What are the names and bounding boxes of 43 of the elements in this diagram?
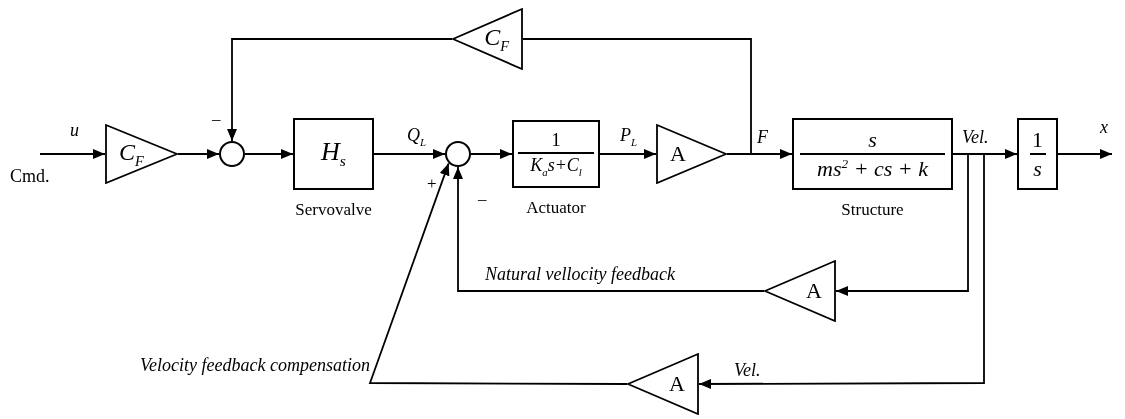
numerator: 1 xyxy=(551,130,561,151)
signal-arrow xyxy=(373,149,446,159)
signal-arrow xyxy=(470,149,513,159)
signal-arrow xyxy=(453,166,765,292)
gain-triangle xyxy=(452,8,523,70)
denominator: K$_{a}$s+C$_{l}$ xyxy=(530,155,582,178)
signal-label: Velocity feedback compensation xyxy=(140,356,370,375)
gain-triangle xyxy=(656,124,727,184)
sign-label: – xyxy=(212,110,221,128)
signal-arrow xyxy=(244,149,294,159)
numerator: 1 xyxy=(1032,128,1043,152)
numerator: s xyxy=(868,128,877,152)
summing-junction xyxy=(445,141,471,167)
signal-label: Natural vellocity feedback xyxy=(485,265,675,284)
signal-arrow xyxy=(835,153,969,296)
sign-label: – xyxy=(478,190,487,208)
block-label: C$_{F}$ xyxy=(484,24,509,54)
signal-label: P$_{L}$ xyxy=(620,126,637,148)
gain-triangle xyxy=(627,353,699,415)
signal-arrow xyxy=(599,149,657,159)
transfer-block xyxy=(1017,118,1058,190)
block-caption: Structure xyxy=(841,200,904,220)
sign-label: + xyxy=(427,175,437,193)
signal-arrow xyxy=(368,162,628,385)
gain-triangle xyxy=(105,124,178,184)
block-label: A xyxy=(670,142,686,166)
signal-arrow xyxy=(698,153,985,389)
sign-label: Cmd. xyxy=(10,167,50,186)
signal-arrow xyxy=(1057,149,1113,159)
denominator: s xyxy=(1033,156,1042,180)
block-label: H$_{s}$ xyxy=(321,138,346,170)
block-caption: Actuator xyxy=(526,198,586,218)
block-label: A xyxy=(669,372,685,396)
summing-junction xyxy=(219,141,245,167)
signal-arrow xyxy=(177,149,220,159)
gain-triangle xyxy=(764,260,836,322)
block-label: A xyxy=(806,279,822,303)
block-label: C$_{F}$ xyxy=(119,139,144,169)
block-caption: Servovalve xyxy=(295,200,372,220)
signal-arrow xyxy=(39,149,106,159)
signal-arrow xyxy=(227,38,453,142)
denominator: ms$^{2}$ + cs + k xyxy=(817,156,928,180)
signal-label: Q$_{L}$ xyxy=(407,126,426,148)
